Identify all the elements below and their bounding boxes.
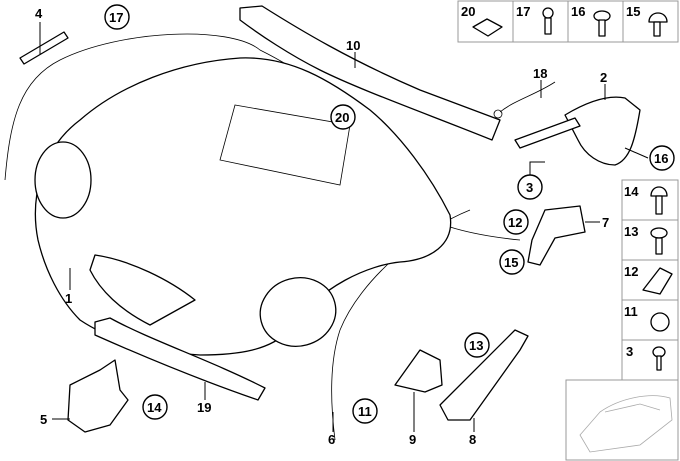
- circled-callout-16: 16: [649, 145, 675, 171]
- callout-4: 4: [35, 6, 43, 21]
- circled-callout-3: 3: [517, 174, 543, 200]
- bracket-part-9: [394, 349, 443, 393]
- fastener-legend-top: 20 17 16 15: [457, 0, 679, 43]
- svg-text:13: 13: [469, 338, 483, 353]
- circled-callout-13: 13: [464, 332, 490, 358]
- svg-text:15: 15: [504, 255, 518, 270]
- svg-text:12: 12: [508, 215, 522, 230]
- circled-callout-15: 15: [499, 249, 525, 275]
- svg-text:17: 17: [516, 4, 530, 19]
- circled-callout-11: 11: [352, 398, 378, 424]
- svg-text:12: 12: [624, 264, 638, 279]
- seal-part-10: [239, 5, 501, 141]
- svg-text:13: 13: [624, 224, 638, 239]
- svg-text:14: 14: [147, 400, 162, 415]
- hinge-rod-part-3: [514, 117, 581, 149]
- callout-2: 2: [600, 70, 607, 85]
- svg-text:11: 11: [624, 304, 638, 319]
- svg-text:16: 16: [654, 151, 668, 166]
- callout-6: 6: [328, 432, 335, 447]
- callout-10: 10: [346, 38, 360, 53]
- svg-text:16: 16: [571, 4, 585, 19]
- svg-text:20: 20: [461, 4, 475, 19]
- gas-strut-part-4: [19, 31, 69, 65]
- callout-5: 5: [40, 412, 47, 427]
- leader-lines: [39, 22, 649, 432]
- hinge-part-2: [564, 96, 641, 166]
- cable-part-18: [499, 81, 556, 113]
- circled-callout-12: 12: [503, 209, 529, 235]
- callout-1: 1: [65, 291, 72, 306]
- svg-text:3: 3: [626, 344, 633, 359]
- callout-9: 9: [409, 432, 416, 447]
- fastener-legend-side: 14 13 12 11 3: [621, 179, 679, 381]
- callout-18: 18: [533, 66, 547, 81]
- lock-bracket-part-7: [527, 205, 586, 266]
- vehicle-thumbnail: [565, 379, 679, 461]
- svg-text:14: 14: [624, 184, 639, 199]
- callout-7: 7: [602, 215, 609, 230]
- svg-text:15: 15: [626, 4, 640, 19]
- svg-text:3: 3: [526, 180, 533, 195]
- svg-text:17: 17: [109, 10, 123, 25]
- bracket-part-8: [439, 329, 529, 421]
- circled-callout-17: 17: [104, 4, 130, 30]
- seal-strip-part-19: [94, 317, 266, 401]
- svg-text:11: 11: [358, 404, 372, 419]
- svg-text:20: 20: [335, 110, 349, 125]
- bonnet-part-1: [34, 57, 452, 356]
- circled-callout-14: 14: [142, 394, 168, 420]
- callout-8: 8: [469, 432, 476, 447]
- callout-19: 19: [197, 400, 211, 415]
- circled-callout-20: 20: [330, 104, 356, 130]
- hood-lock-part-5: [67, 359, 129, 433]
